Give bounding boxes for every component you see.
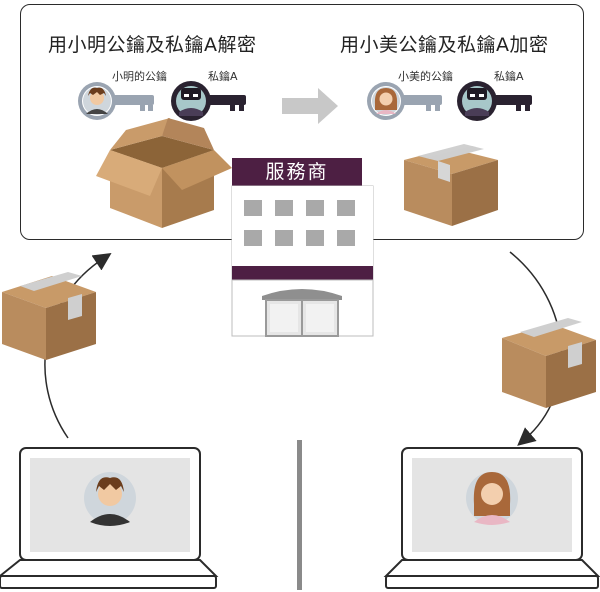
xiaoming-public-key-icon	[78, 82, 154, 120]
xiaoming-laptop	[0, 447, 219, 589]
server-label: 服務商	[265, 161, 329, 183]
decrypt-title: 用小明公鑰及私鑰A解密	[48, 34, 257, 56]
xiaomei-laptop	[383, 447, 600, 589]
encrypt-title: 用小美公鑰及私鑰A加密	[340, 34, 549, 56]
process-arrow-icon	[282, 88, 338, 124]
private-key-a-label-right: 私鑰A	[494, 70, 524, 83]
service-provider-building	[231, 158, 374, 337]
sealed-box-icon	[404, 144, 498, 226]
in-transit-box-left	[2, 272, 96, 360]
private-key-a-icon-right	[457, 81, 532, 121]
in-transit-box-right	[502, 318, 596, 408]
xiaomei-public-key-icon	[367, 82, 442, 120]
xiaomei-public-key-label: 小美的公鑰	[398, 70, 453, 83]
open-box-icon	[96, 118, 232, 228]
xiaoming-avatar	[84, 472, 136, 526]
xiaomei-avatar	[466, 472, 518, 525]
xiaoming-public-key-label: 小明的公鑰	[112, 70, 167, 83]
private-key-a-icon-left	[171, 81, 246, 121]
divider	[297, 440, 302, 590]
private-key-a-label-left: 私鑰A	[208, 70, 238, 83]
